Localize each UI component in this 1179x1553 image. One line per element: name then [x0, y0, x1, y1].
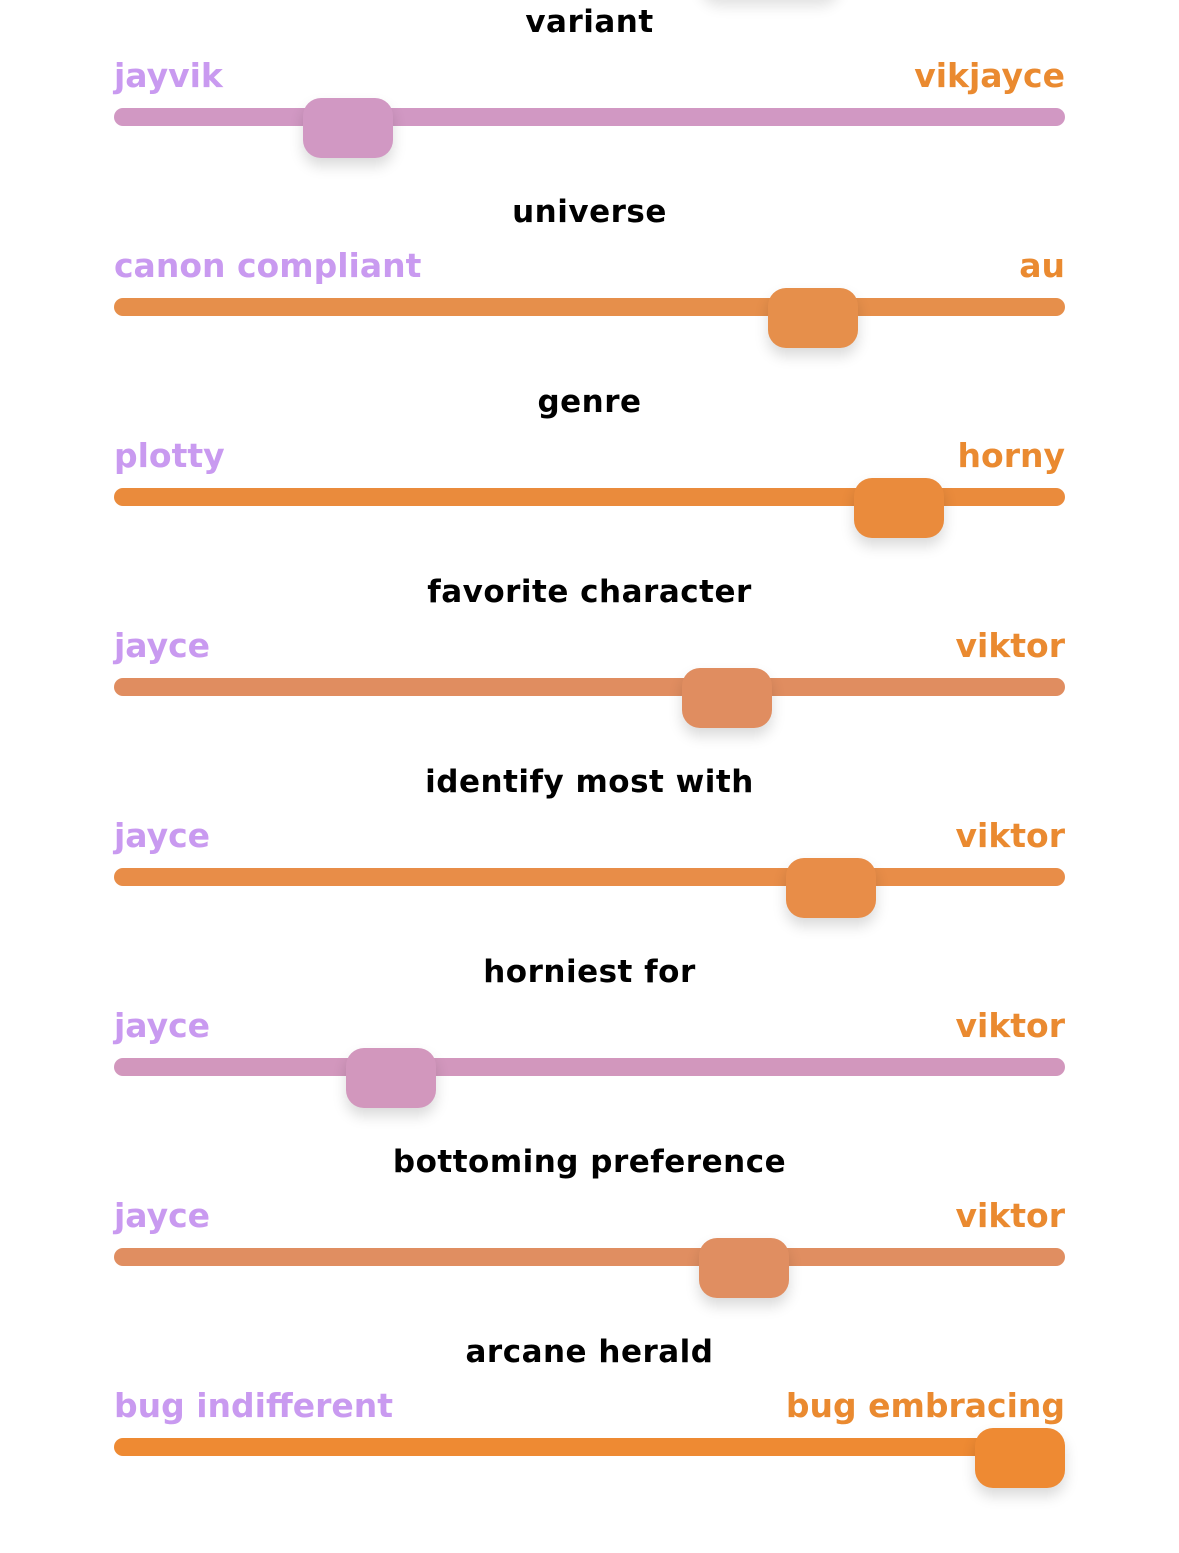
slider-bottoming-preference: bottoming preference jayce viktor — [114, 1140, 1065, 1330]
slider-identify-most-with: identify most with jayce viktor — [114, 760, 1065, 950]
right-label: horny — [957, 436, 1065, 475]
slider-track[interactable] — [114, 1438, 1065, 1456]
slider-title: genre — [537, 384, 642, 420]
slider-thumb[interactable] — [699, 1238, 790, 1298]
slider-arcane-herald: arcane herald bug indifferent bug embrac… — [114, 1330, 1065, 1520]
slider-universe: universe canon compliant au — [114, 190, 1065, 380]
slider-thumb[interactable] — [682, 668, 773, 728]
left-label: bug indifferent — [114, 1386, 394, 1425]
slider-track[interactable] — [114, 298, 1065, 316]
left-label: jayce — [114, 1196, 211, 1235]
right-label: viktor — [955, 816, 1066, 855]
slider-track[interactable] — [114, 678, 1065, 696]
right-label: au — [1019, 246, 1065, 285]
slider-thumb[interactable] — [785, 858, 876, 918]
right-label: viktor — [955, 1196, 1066, 1235]
slider-thumb[interactable] — [854, 478, 945, 538]
left-label: jayce — [114, 816, 211, 855]
left-label: plotty — [114, 436, 225, 475]
left-label: jayvik — [114, 56, 223, 95]
slider-track[interactable] — [114, 1058, 1065, 1076]
slider-track[interactable] — [114, 1248, 1065, 1266]
slider-title: horniest for — [483, 954, 696, 990]
slider-thumb[interactable] — [975, 1428, 1065, 1488]
slider-thumb[interactable] — [303, 98, 394, 158]
left-label: canon compliant — [114, 246, 422, 285]
slider-track[interactable] — [114, 868, 1065, 886]
slider-horniest-for: horniest for jayce viktor — [114, 950, 1065, 1140]
right-label: viktor — [955, 1006, 1066, 1045]
left-label: jayce — [114, 626, 211, 665]
slider-title: identify most with — [425, 764, 754, 800]
slider-thumb[interactable] — [346, 1048, 437, 1108]
slider-title: bottoming preference — [392, 1144, 787, 1180]
slider-genre: genre plotty horny — [114, 380, 1065, 570]
slider-title: universe — [512, 194, 667, 230]
right-label: bug embracing — [785, 1386, 1065, 1425]
right-label: viktor — [955, 626, 1066, 665]
slider-title: favorite character — [427, 574, 752, 610]
slider-track[interactable] — [114, 488, 1065, 506]
left-label: jayce — [114, 1006, 211, 1045]
slider-thumb[interactable] — [768, 288, 859, 348]
slider-track[interactable] — [114, 108, 1065, 126]
right-label: vikjayce — [914, 56, 1065, 95]
slider-favorite-character: favorite character jayce viktor — [114, 570, 1065, 760]
slider-variant: variant jayvik vikjayce — [114, 0, 1065, 190]
slider-title: variant — [525, 4, 654, 40]
slider-title: arcane herald — [465, 1334, 714, 1370]
